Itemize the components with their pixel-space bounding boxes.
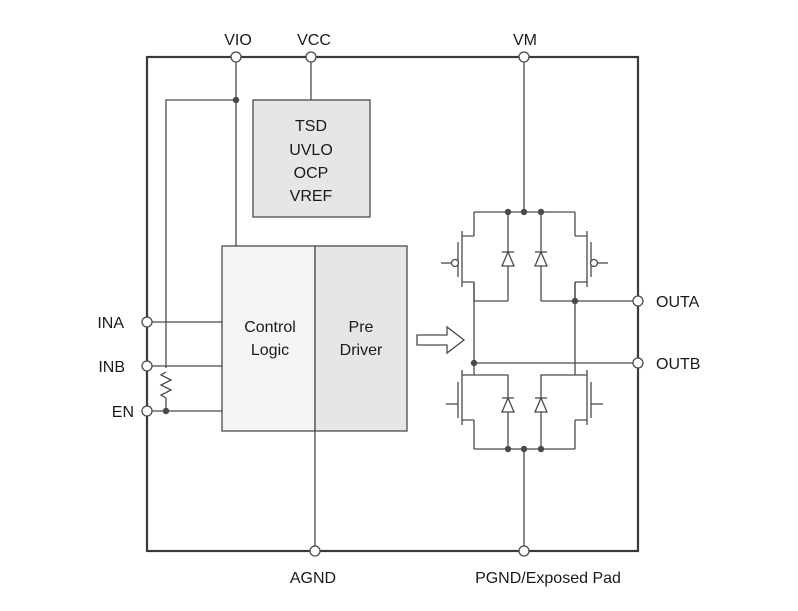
label-outb: OUTB: [656, 356, 700, 373]
label-vio: VIO: [224, 32, 252, 49]
pin-vio: [230, 51, 242, 63]
pin-vcc: [305, 51, 317, 63]
pin-pgnd: [518, 545, 530, 557]
label-vcc: VCC: [297, 32, 331, 49]
label-vm: VM: [513, 32, 537, 49]
hollow-right-arrow-icon: [416, 325, 466, 355]
protection-line-vref: VREF: [290, 188, 333, 205]
en-junction-dot: [162, 407, 170, 415]
label-agnd: AGND: [290, 570, 336, 587]
vio-to-enable-wire: [165, 99, 236, 411]
protection-line-uvlo: UVLO: [289, 142, 333, 159]
protection-block: [252, 99, 371, 218]
protection-line-tsd: TSD: [295, 118, 327, 135]
pin-inb: [141, 360, 153, 372]
label-outa: OUTA: [656, 294, 700, 311]
pin-ina: [141, 316, 153, 328]
label-en: EN: [112, 404, 134, 421]
pin-vm: [518, 51, 530, 63]
pre-driver-label-line2: Driver: [340, 342, 383, 359]
pre-driver-label-line1: Pre: [349, 319, 374, 336]
control-logic-label-line2: Logic: [251, 342, 289, 359]
resistor-symbol-icon: [159, 368, 173, 399]
control-logic-label-line1: Control: [244, 319, 296, 336]
pin-agnd: [309, 545, 321, 557]
pre-driver-block: [314, 245, 408, 432]
pin-outa: [632, 295, 644, 307]
label-ina: INA: [97, 315, 124, 332]
pin-outb: [632, 357, 644, 369]
label-inb: INB: [98, 359, 125, 376]
label-pgnd: PGND/Exposed Pad: [475, 570, 621, 587]
h-bridge-mosfet-icon: [441, 57, 638, 551]
control-logic-block: [221, 245, 316, 432]
protection-line-ocp: OCP: [294, 165, 329, 182]
vio-junction-dot: [232, 96, 240, 104]
pin-en: [141, 405, 153, 417]
